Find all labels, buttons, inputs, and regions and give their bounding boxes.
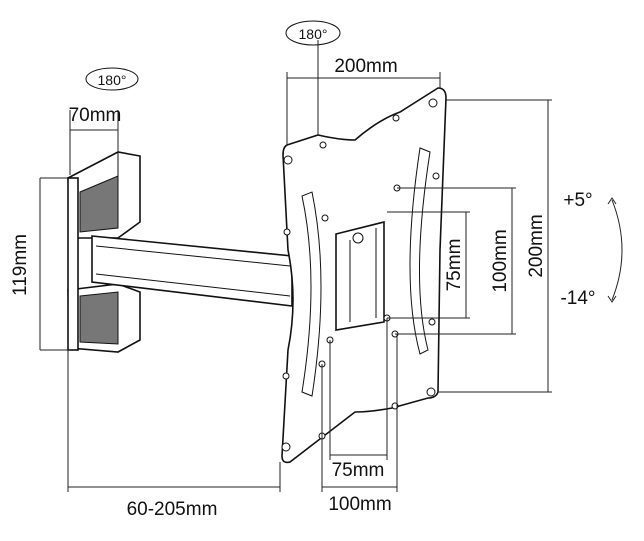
extension-arm	[91, 235, 293, 307]
bracket-height-label: 119mm	[10, 234, 31, 296]
tilt-up-label: +5°	[563, 190, 592, 211]
rotation-plate-label: 180°	[299, 26, 328, 42]
vesa-vertical-75-label: 75mm	[444, 239, 465, 292]
vesa-plate	[281, 87, 447, 464]
rotation-badge-plate: 180°	[285, 20, 341, 46]
vesa-horizontal-75-label: 75mm	[332, 460, 385, 481]
vesa-horizontal-100-label: 100mm	[328, 494, 391, 515]
dimension-lines	[39, 40, 623, 492]
wall-bracket	[67, 151, 141, 353]
rotation-badge-arm: 180°	[85, 67, 139, 91]
plate-width-label: 200mm	[334, 56, 397, 77]
rotation-arm-label: 180°	[98, 72, 127, 88]
arm-width-label: 70mm	[69, 105, 122, 126]
tilt-down-label: -14°	[560, 288, 595, 309]
plate-height-label: 200mm	[526, 214, 547, 277]
vesa-vertical-100-label: 100mm	[490, 229, 511, 292]
extension-label: 60-205mm	[127, 499, 218, 520]
